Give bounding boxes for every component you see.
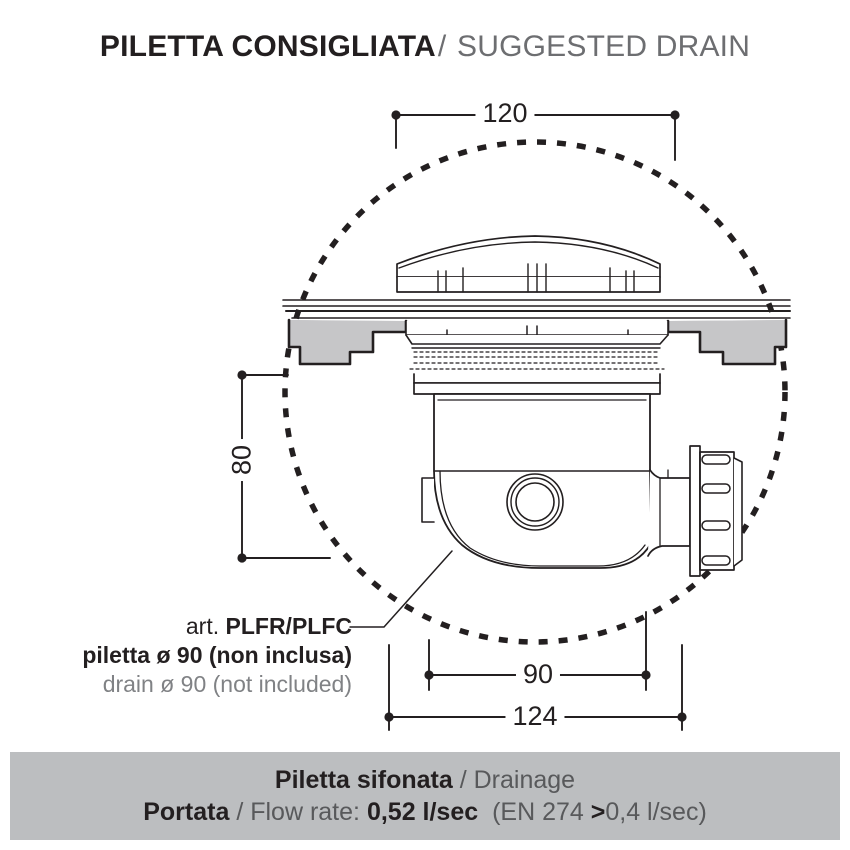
caption-line-2: Portata / Flow rate: 0,52 l/sec (EN 274 …: [143, 797, 707, 828]
caption-line2-english: Flow rate:: [250, 797, 360, 826]
callout-leader-line: [349, 550, 453, 628]
dimension-label-120: 120: [475, 100, 535, 127]
caption-threshold: 0,4 l/sec): [605, 797, 707, 826]
callout-article-code: PLFR/PLFC: [225, 613, 353, 639]
caption-flow-value: 0,52 l/sec: [366, 797, 479, 826]
tray-section-fill-right: [666, 318, 788, 366]
callout-article-prefix: art.: [185, 613, 226, 639]
page-title-italian: PILETTA CONSIGLIATA: [99, 30, 436, 63]
caption-line2-italian: Portata: [143, 797, 230, 826]
caption-line1-separator: /: [459, 766, 467, 794]
drain-cap: [396, 235, 661, 293]
dimension-label-90: 90: [515, 661, 561, 688]
drain-seat-plate: [405, 320, 669, 364]
siphon-body: [421, 393, 651, 569]
caption-standard: (EN 274: [492, 797, 584, 826]
inspection-port-inner: [515, 482, 555, 522]
outlet-pipe: [647, 469, 691, 557]
callout-line-english: drain ø 90 (not included): [102, 670, 352, 697]
caption-line1-italian: Piletta sifonata: [274, 766, 453, 794]
caption-bar: Piletta sifonata / Drainage Portata / Fl…: [10, 752, 840, 840]
tray-section-fill-left: [287, 318, 408, 366]
callout-line-article: art. PLFR/PLFC: [0, 612, 352, 641]
callout-line-italian: piletta ø 90 (non inclusa): [82, 641, 352, 668]
shower-tray-panel: [282, 299, 791, 319]
dimension-120: [391, 110, 680, 161]
caption-line-1: Piletta sifonata / Drainage: [275, 765, 575, 796]
detail-circle: [282, 139, 788, 645]
drain-flange: [406, 365, 668, 395]
caption-line2-separator: /: [236, 797, 244, 826]
ribbed-connector: [689, 445, 743, 577]
dimension-label-124: 124: [505, 703, 565, 730]
technical-drawing: [237, 110, 791, 731]
page-title-separator: /: [437, 30, 447, 63]
page-title-english: SUGGESTED DRAIN: [457, 30, 751, 63]
greater-than-icon: >: [590, 797, 606, 826]
caption-line1-english: Drainage: [473, 766, 576, 794]
page-title: PILETTA CONSIGLIATA/ SUGGESTED DRAIN: [0, 30, 850, 64]
callout-label-block: art. PLFR/PLFC piletta ø 90 (non inclusa…: [0, 612, 352, 699]
dimension-label-80: 80: [224, 438, 260, 482]
